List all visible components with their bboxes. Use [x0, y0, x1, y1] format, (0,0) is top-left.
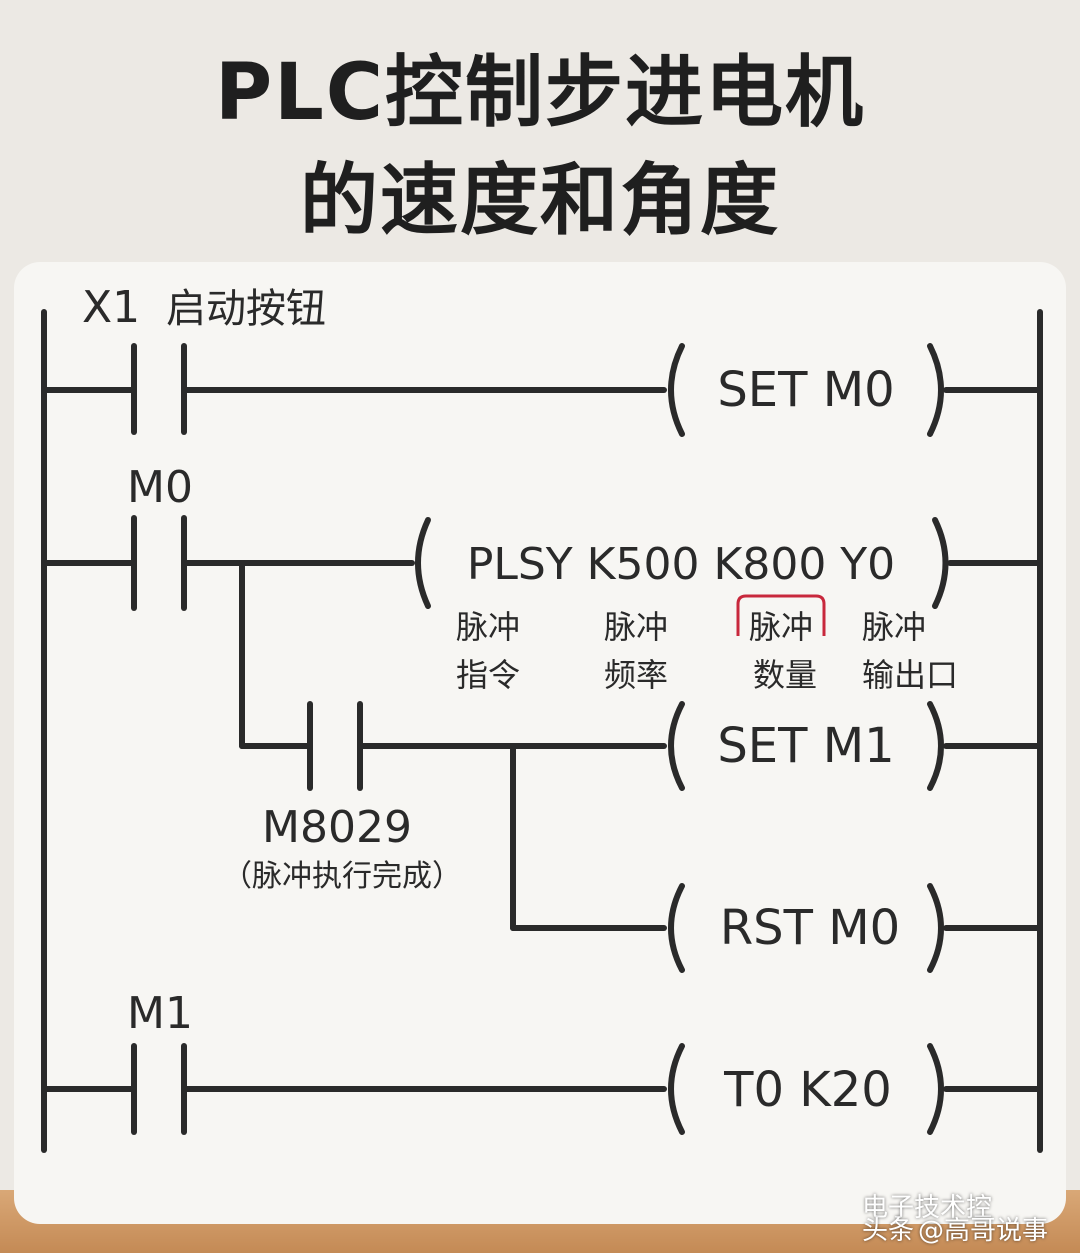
coil-rst-m0-text: RST M0 — [720, 900, 900, 956]
watermark-overlay: 电子技术控 — [862, 1193, 993, 1223]
plsy-right-paren — [932, 517, 949, 609]
watermark-prefix: 头条 — [862, 1216, 915, 1246]
rung-1 — [41, 343, 1043, 437]
set-m1-left-paren — [668, 701, 685, 791]
coil-right-paren — [927, 343, 944, 437]
rung-2 — [41, 515, 1043, 973]
timer-right-paren — [927, 1043, 944, 1135]
watermark-account: @高哥说事 — [918, 1216, 1049, 1246]
contact-m1-label: M1 — [127, 988, 193, 1039]
contact-m0-label: M0 — [127, 462, 193, 513]
coil-set-m0-text: SET M0 — [717, 362, 894, 418]
rst-m0-right-paren — [927, 883, 944, 973]
title-line-1: PLC控制步进电机 — [214, 48, 866, 138]
plsy-left-paren — [415, 517, 431, 609]
timer-coil-text: T0 K20 — [723, 1062, 892, 1118]
plsy-instruction-text: PLSY K500 K800 Y0 — [467, 539, 895, 590]
highlight-bracket — [736, 594, 826, 636]
param-2-line2: 频率 — [604, 656, 668, 694]
param-3-line2: 数量 — [753, 656, 817, 694]
title-line-2: 的速度和角度 — [299, 156, 780, 246]
coil-left-paren — [668, 343, 685, 437]
rung-3 — [41, 1043, 1043, 1135]
rst-m0-left-paren — [668, 883, 685, 973]
coil-set-m1-text: SET M1 — [717, 718, 894, 774]
contact-m8029-label: M8029 — [262, 802, 412, 853]
param-3-line1: 脉冲 — [749, 608, 813, 646]
contact-x1-label: X1 — [82, 282, 140, 333]
param-2-line1: 脉冲 — [604, 608, 668, 646]
contact-m8029-note: （脉冲执行完成） — [222, 859, 462, 894]
param-4-line1: 脉冲 — [862, 608, 926, 646]
contact-x1-note: 启动按钮 — [166, 286, 326, 332]
set-m1-right-paren — [927, 701, 944, 791]
param-1-line2: 指令 — [456, 656, 520, 694]
param-1-line1: 脉冲 — [456, 608, 520, 646]
timer-left-paren — [668, 1043, 685, 1135]
param-4-line2: 输出口 — [862, 656, 958, 694]
